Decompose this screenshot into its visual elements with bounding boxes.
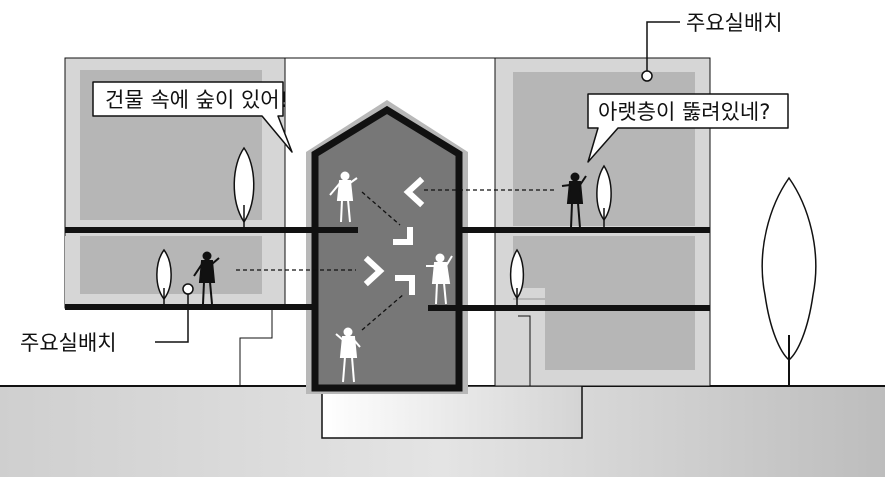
person-black-left — [193, 251, 220, 305]
left-stair-outline — [239, 308, 273, 386]
label-main-rooms-bottom-left: 주요실배치 — [20, 331, 117, 355]
person-white-atrium-mid — [426, 253, 453, 305]
slab-left-upper — [65, 227, 358, 233]
marker-bottom-left — [182, 283, 194, 295]
speech-bubble-right: 아랫층이 뚫려있네? — [587, 93, 789, 163]
view-chevrons — [363, 176, 425, 295]
person-white-atrium-bottom — [335, 327, 361, 383]
tree-outside-large — [761, 176, 817, 386]
person-white-atrium-top — [329, 171, 358, 223]
marker-top-right — [641, 70, 653, 82]
tree-right-upper — [596, 164, 612, 228]
person-black-right — [561, 172, 587, 229]
slab-left-lower — [65, 304, 318, 310]
tree-left-upper — [233, 146, 255, 228]
basement — [321, 385, 583, 439]
speech-bubble-left: 건물 속에 숲이 있어! — [92, 81, 293, 153]
label-main-rooms-top-right: 주요실배치 — [686, 11, 783, 35]
leader-bottom-left — [155, 294, 189, 343]
speech-right-text: 아랫층이 뚫려있네? — [598, 100, 770, 124]
tree-left-lower — [156, 248, 172, 305]
right-stair-outline — [518, 315, 531, 386]
atrium — [311, 105, 463, 392]
sight-lines — [236, 189, 554, 331]
slab-right-upper — [460, 227, 710, 233]
speech-left-text: 건물 속에 숲이 있어! — [105, 88, 288, 112]
leader-top-right — [646, 21, 680, 72]
tree-right-lower — [509, 248, 525, 306]
slab-right-lower — [428, 305, 710, 311]
